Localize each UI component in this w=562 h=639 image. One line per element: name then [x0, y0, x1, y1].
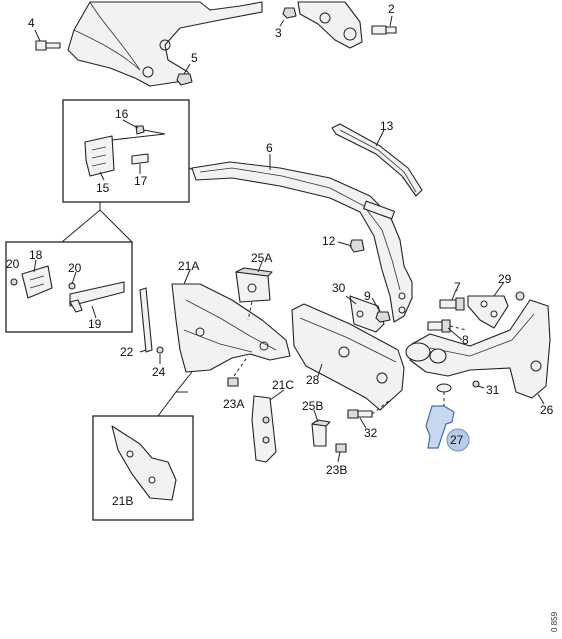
callout-27[interactable]: 27 [450, 433, 464, 447]
callout-19: 19 [88, 317, 102, 331]
nut-9 [375, 311, 391, 323]
callout-2: 2 [388, 2, 395, 16]
callout-29: 29 [498, 272, 512, 286]
bracket-29 [467, 295, 509, 329]
callout-21B: 21B [112, 494, 133, 508]
bolt-8 [427, 319, 451, 333]
callout-15: 15 [96, 181, 110, 195]
callout-26: 26 [540, 403, 554, 417]
callout-24: 24 [152, 365, 166, 379]
callout-20a: 20 [6, 257, 20, 271]
callout-28: 28 [306, 373, 320, 387]
bracket-25A [235, 267, 273, 303]
callout-9: 9 [364, 289, 371, 303]
callout-5: 5 [191, 51, 198, 65]
wheel-housing-cover [67, 1, 263, 87]
callout-27-highlight [446, 428, 470, 452]
bracket-30 [349, 295, 385, 333]
callout-21A: 21A [178, 259, 199, 273]
callout-12: 12 [322, 234, 336, 248]
plate-28 [291, 303, 405, 411]
callout-25B: 25B [302, 399, 323, 413]
callout-31: 31 [486, 383, 500, 397]
bolt-23B [335, 443, 347, 453]
crossmember-6 [191, 161, 413, 323]
callout-13: 13 [380, 119, 394, 133]
callout-labels: 2 3 4 5 6 7 8 9 12 13 15 16 17 18 19 20 … [6, 2, 554, 508]
bar-13 [331, 123, 423, 197]
bolt-4 [35, 40, 61, 51]
bracket-25B [311, 419, 331, 447]
nut-3 [282, 7, 297, 19]
inset-box-15-17 [62, 99, 190, 203]
callout-23B: 23B [326, 463, 347, 477]
top-right-mount [297, 1, 363, 49]
nut-31 [472, 380, 480, 388]
callout-21C: 21C [272, 378, 294, 392]
reference-code: 0 859 [550, 611, 559, 632]
callout-16: 16 [115, 107, 129, 121]
panel-21C [251, 395, 277, 463]
callout-18: 18 [29, 248, 43, 262]
callout-6: 6 [266, 141, 273, 155]
callout-3: 3 [275, 26, 282, 40]
inset-box-21B [92, 415, 194, 521]
callout-30: 30 [332, 281, 346, 295]
subframe-26 [405, 299, 551, 399]
bolt-32 [347, 409, 373, 419]
callout-7: 7 [454, 280, 461, 294]
bolt-23A [227, 377, 239, 387]
bolt-2 [371, 25, 397, 35]
callout-22: 22 [120, 345, 134, 359]
callout-4: 4 [28, 16, 35, 30]
nut-5 [176, 73, 193, 86]
callout-23A: 23A [223, 397, 244, 411]
bracket-27[interactable] [425, 405, 455, 449]
callout-32: 32 [364, 426, 378, 440]
callout-25A: 25A [251, 251, 272, 265]
callout-17: 17 [134, 174, 148, 188]
leader-lines [33, 119, 545, 463]
panel-21A [171, 283, 291, 373]
screw-24 [156, 346, 164, 354]
strip-22 [139, 287, 153, 353]
callout-20b: 20 [68, 261, 82, 275]
inset-box-18-20 [5, 241, 133, 333]
bolt-7 [439, 297, 465, 311]
callout-8: 8 [462, 333, 469, 347]
nut-12 [349, 239, 365, 253]
